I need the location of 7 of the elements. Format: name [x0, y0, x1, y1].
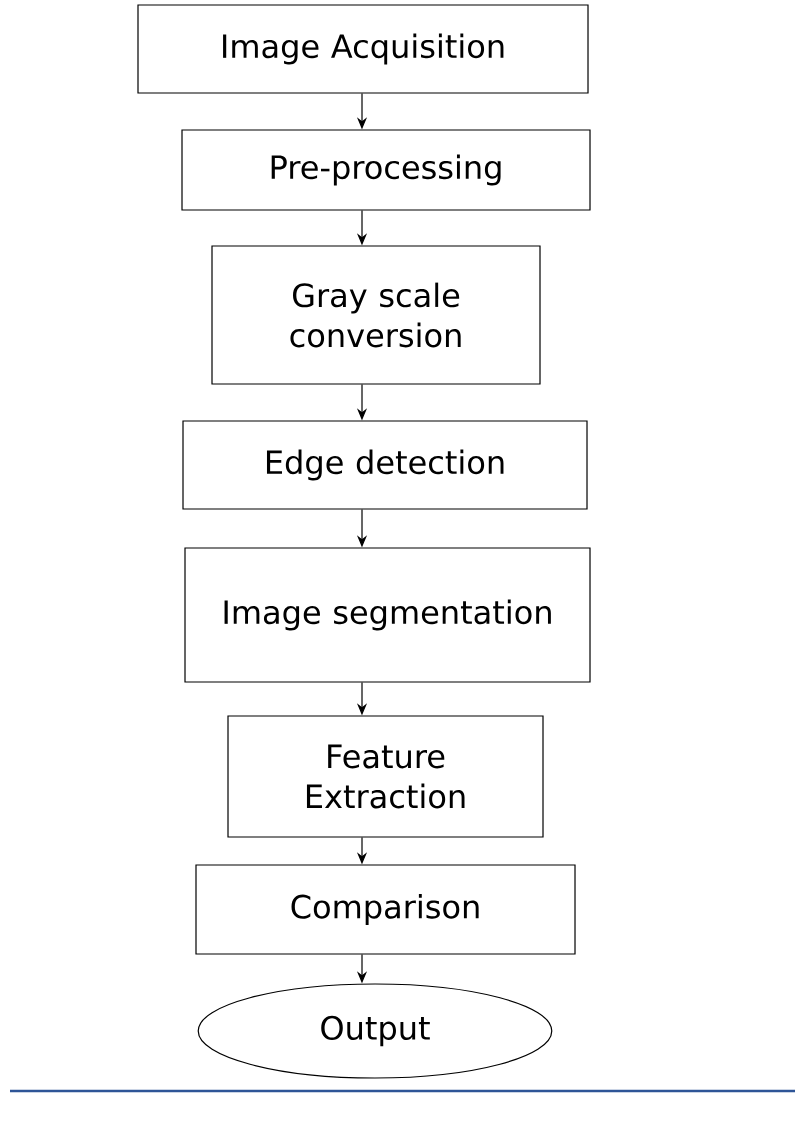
process-box: Gray scale conversion [211, 245, 541, 385]
process-box: Pre-processing [181, 129, 591, 211]
process-box: Feature Extraction [227, 715, 544, 838]
process-box: Image segmentation [184, 547, 591, 683]
process-box: Image Acquisition [137, 4, 589, 94]
process-box: Edge detection [182, 420, 588, 510]
process-box: Comparison [195, 864, 576, 955]
